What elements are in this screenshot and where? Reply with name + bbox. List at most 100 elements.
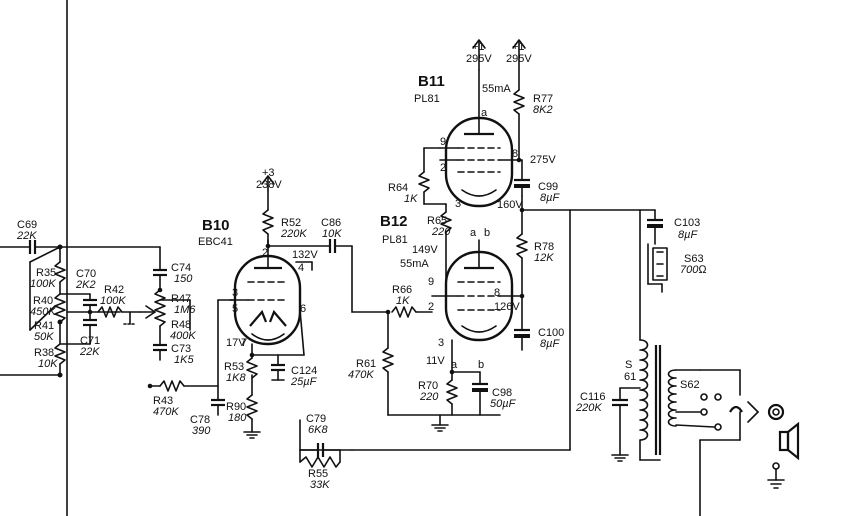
c116-name: C116	[580, 391, 605, 403]
r61-name: R61	[356, 358, 376, 370]
v160: 160V	[497, 199, 523, 211]
r70-c98	[387, 339, 501, 432]
r42-name: R42	[104, 284, 124, 296]
c86-name: C86	[321, 217, 341, 229]
r65-value: 220	[431, 226, 451, 238]
v7: 7	[241, 337, 247, 349]
v11: 11V	[426, 355, 445, 367]
r43-value: 470K	[153, 406, 179, 418]
v126: 126V	[494, 301, 520, 313]
r66-name: R66	[392, 284, 412, 296]
b11-pin-3: 3	[455, 198, 461, 210]
s62-switch	[675, 369, 785, 516]
b11-pin-a: a	[481, 107, 488, 119]
b11-pin-9: 9	[440, 136, 446, 148]
c98-name: C98	[492, 387, 512, 399]
ma55-mid: 55mA	[400, 258, 429, 270]
b11-supply	[472, 39, 526, 161]
r42-value: 100K	[100, 295, 126, 307]
b11-name: B11	[418, 73, 445, 90]
c73-value: 1K5	[174, 354, 194, 366]
r78-c100	[514, 195, 641, 351]
r41-value: 50K	[34, 331, 54, 343]
c74-name: C74	[171, 262, 191, 274]
tone-control-network	[139, 246, 191, 361]
r78-value: 12K	[534, 252, 554, 264]
b10-name: B10	[202, 217, 230, 234]
r53-value: 1K8	[226, 372, 246, 384]
r41-name: R41	[34, 320, 54, 332]
r66-resistor	[391, 306, 433, 318]
v17: 17V	[226, 337, 246, 349]
s61-name: S	[625, 359, 632, 371]
c73-name: C73	[171, 343, 191, 355]
r47-name: R47	[171, 293, 191, 305]
c98-value: 50µF	[490, 398, 517, 410]
c71-value: 22K	[79, 346, 100, 358]
c86-value: 10K	[322, 228, 342, 240]
s61-value: 61	[624, 371, 636, 383]
r40-name: R40	[33, 295, 53, 307]
c74-value: 150	[174, 273, 193, 285]
r38-name: R38	[34, 347, 54, 359]
r77-name: R77	[533, 93, 553, 105]
b12-type: PL81	[382, 234, 408, 246]
volume-ladder	[29, 246, 161, 376]
b11-supply-node: +1	[472, 41, 485, 53]
v149: 149V	[412, 244, 438, 256]
s63-value: 700Ω	[680, 264, 707, 276]
output-transformer	[611, 209, 677, 462]
ma55-top: 55mA	[482, 83, 511, 95]
c103-value: 8µF	[678, 229, 698, 241]
r66-value: 1K	[396, 295, 410, 307]
c70-value: 2K2	[75, 279, 96, 291]
v132: 132V	[292, 249, 318, 261]
b11-pin-8: 8	[512, 148, 518, 160]
r43-resistor	[149, 380, 219, 392]
b10-pin-4: 4	[298, 262, 304, 274]
b12-pin-b: b	[478, 359, 484, 371]
r65-name: R65	[427, 215, 447, 227]
r70-value: 220	[419, 391, 439, 403]
b10-tube	[229, 239, 313, 346]
c124-value: 25µF	[290, 376, 318, 388]
c79-r55-network	[299, 443, 341, 468]
r78-name: R78	[534, 241, 554, 253]
b11-supply-voltage: 295V	[466, 53, 492, 65]
c69-capacitor: C69 22K	[0, 219, 61, 254]
b10-pin-6: 6	[300, 303, 306, 315]
c79-name: C79	[306, 413, 326, 425]
r55-name: R55	[308, 468, 328, 480]
v275: 275V	[530, 154, 556, 166]
c78-value: 390	[192, 425, 211, 437]
c103-name: C103	[674, 217, 700, 229]
b10-type: EBC41	[198, 236, 233, 248]
b12-pin-a: a	[451, 359, 458, 371]
b12-tube	[431, 239, 523, 342]
c71-name: C71	[80, 335, 100, 347]
c99-capacitor	[514, 159, 530, 197]
s62-name: S62	[680, 379, 700, 391]
b10-pin-5: 5	[232, 303, 238, 315]
c100-name: C100	[538, 327, 564, 339]
c124-name: C124	[291, 365, 317, 377]
b11-pin-b: b	[484, 227, 490, 239]
c103-s63	[639, 209, 668, 293]
c99-name: C99	[538, 181, 558, 193]
r61-value: 470K	[348, 369, 374, 381]
r40-value: 450K	[30, 306, 56, 318]
b12-name: B12	[380, 213, 408, 230]
r47-value: 1M6	[174, 304, 196, 316]
c69-name: C69	[17, 219, 37, 231]
b12-pin-9: 9	[428, 276, 434, 288]
c100-value: 8µF	[540, 338, 560, 350]
c99-value: 8µF	[540, 192, 560, 204]
b12-pin-3: 3	[438, 337, 444, 349]
c116-value: 220K	[575, 402, 602, 414]
b12-pin-a-top: a	[470, 227, 477, 239]
c69-value: 22K	[16, 230, 37, 242]
r35-name: R35	[36, 267, 56, 279]
b10-supply-node: +3	[262, 167, 275, 179]
r77-supply-node: +1	[512, 41, 525, 53]
